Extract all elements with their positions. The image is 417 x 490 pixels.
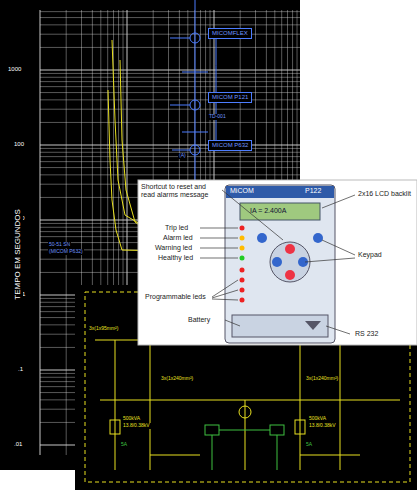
grid-line [40,34,300,35]
grid-line [40,152,300,153]
grid-line [40,99,300,100]
label: 5A [305,442,313,448]
grid-line [40,47,300,48]
label: Trip led [165,224,188,232]
grid-line [40,73,300,74]
grid-line [40,92,300,93]
label: 2x16 LCD backlit [358,190,413,198]
label: TEMPO EM SEGUNDOS [14,208,23,301]
label: .01 [14,441,22,448]
label: 50-51 SN [48,242,71,248]
label: TD-001 [208,114,227,120]
label: 13.8/0.38kV [308,423,337,429]
grid-line [40,17,300,18]
relay-box: MICOM P632 [208,140,252,151]
grid-line [40,86,300,87]
grid-line [40,11,300,12]
label: Alarm led [163,234,193,242]
relay-name: MICOMFLEX [212,30,248,37]
schematic-control [205,425,284,470]
label: 5A [120,442,128,448]
label: Programmable leds [145,293,206,301]
label: 3x(1x240mm²) [160,376,194,382]
label: (MICOM P632) [48,249,84,255]
grid-line [40,24,300,25]
relay-panel [138,180,417,345]
grid-line [40,70,300,71]
leader-lines [200,190,355,334]
label: 3x(1x240mm²) [305,376,339,382]
grid-line [40,77,300,78]
label: Battery [188,316,210,324]
label: Healthy led [158,254,193,262]
connector [216,103,217,140]
relay-box: MICOM P121 [208,92,252,103]
grid-line [40,161,300,162]
grid-line [40,122,300,123]
label: 13.8/0.38kV [122,423,151,429]
grid-line [40,145,300,146]
label: 3x(1x95mm²) [88,326,119,332]
grid-line [40,156,300,157]
label: 100 [14,141,24,148]
grid-line [40,81,300,82]
relay-box: MICOMFLEX [208,28,252,39]
label: MiCOM [230,187,254,195]
relay-front [225,185,335,343]
relay-name: MICOM P632 [212,142,248,149]
grid-line [40,167,300,168]
label: (A) [178,153,187,159]
grid-line [40,109,300,110]
grid-line [66,10,67,455]
single-line [170,0,208,180]
label: RS 232 [355,330,378,338]
label: Keypad [358,251,382,259]
label: 500kVA [308,416,327,422]
relay-name: MICOM P121 [212,94,248,101]
label: Warning led [155,244,192,252]
grid-line [40,148,300,149]
label: 1000 [8,66,21,73]
connector [216,39,217,92]
label: 500kVA [122,416,141,422]
label: .1 [18,366,23,373]
label: P122 [305,187,321,195]
grid-line [40,174,300,175]
label: IA = 2.400A [250,207,286,215]
label: Shortcut to reset and read alarms messag… [141,183,221,198]
grid-line [40,10,41,455]
